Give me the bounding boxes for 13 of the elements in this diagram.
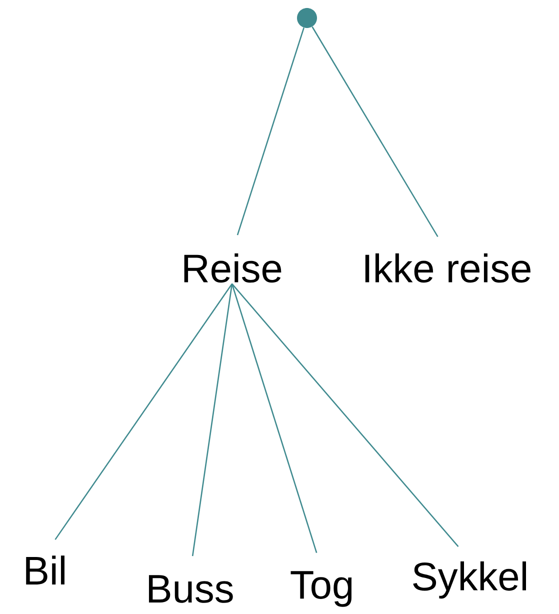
connector-line <box>232 283 459 548</box>
connector-line <box>192 284 233 556</box>
node-label: Sykkel <box>413 561 526 599</box>
node-label: Buss <box>148 575 233 603</box>
connector-line <box>312 26 438 238</box>
node-label: Reise <box>184 253 282 283</box>
node-label: Ikke reise <box>365 253 530 283</box>
node-label: Bil <box>26 556 64 584</box>
connector-line <box>54 283 233 540</box>
connector-line <box>231 284 318 553</box>
circle-node <box>297 8 317 28</box>
connector-line <box>236 28 304 236</box>
node-label: Tog <box>290 571 352 607</box>
